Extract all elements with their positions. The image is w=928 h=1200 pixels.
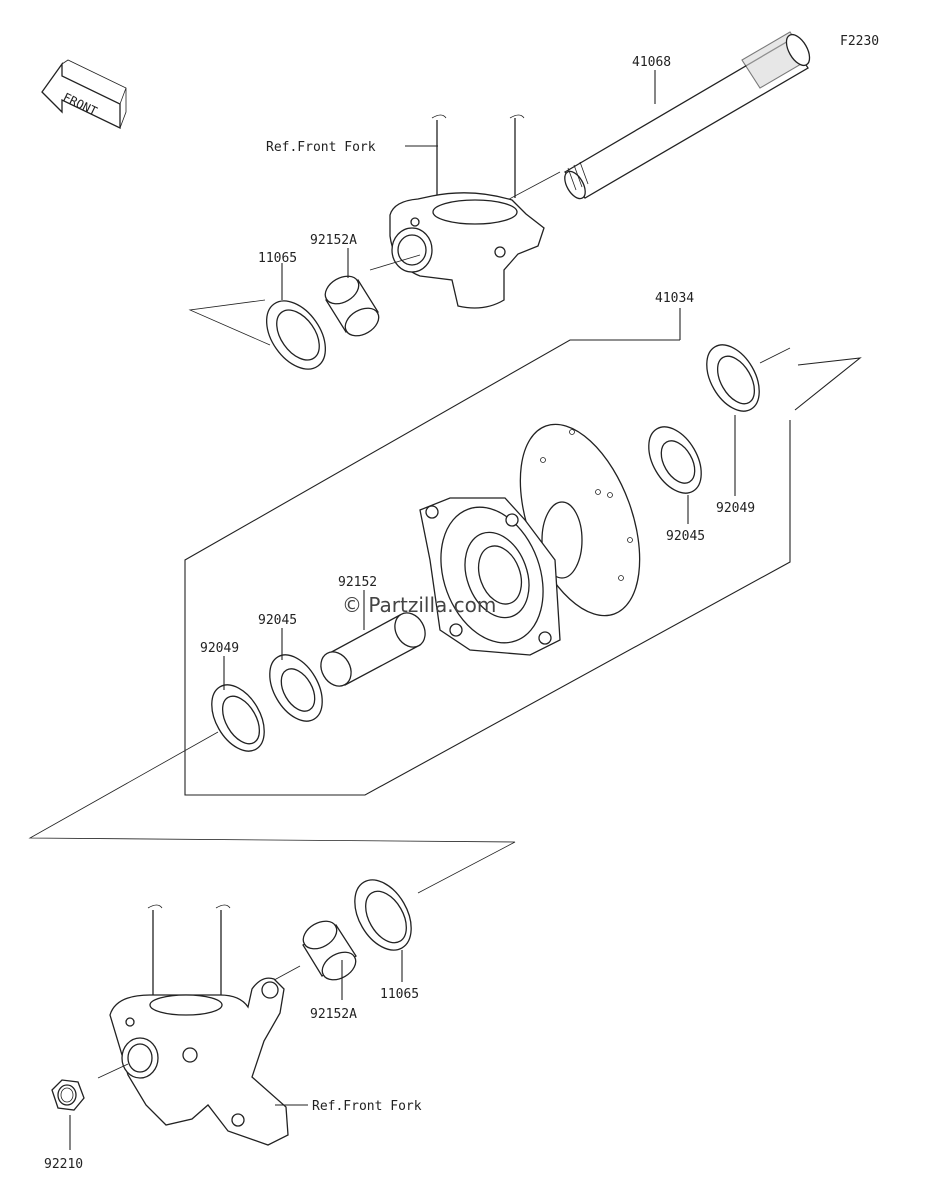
diagram-id: F2230 — [840, 34, 879, 49]
nut-92210 — [51, 1079, 85, 1111]
label-92152A-bottom: 92152A — [310, 1007, 357, 1022]
label-92045-right: 92045 — [666, 529, 705, 544]
seal-92049-right — [706, 344, 760, 412]
front-arrow-icon: FRONT — [41, 59, 127, 130]
label-41068: 41068 — [632, 55, 671, 70]
bearing-92045-left — [269, 654, 323, 722]
label-92152A-top: 92152A — [310, 233, 357, 248]
fork-leg-top — [389, 114, 545, 309]
label-92045-left: 92045 — [258, 613, 297, 628]
label-92210: 92210 — [44, 1157, 83, 1172]
fork-leg-bottom — [109, 904, 289, 1146]
label-11065-bottom: 11065 — [380, 987, 419, 1002]
seal-11065-bottom — [354, 879, 412, 951]
assembly-frame-41034 — [184, 339, 791, 796]
wheel-hub — [419, 423, 641, 656]
label-41034: 41034 — [655, 291, 694, 306]
label-11065-top: 11065 — [258, 251, 297, 266]
label-92049-left: 92049 — [200, 641, 239, 656]
collar-92152A-top — [324, 275, 380, 337]
frame-arrow-right — [794, 357, 862, 411]
watermark: © Partzilla.com — [342, 593, 496, 617]
centerline-lower — [28, 731, 516, 894]
collar-92152A-bottom — [302, 920, 357, 981]
centerline-upper — [188, 299, 271, 346]
label-ref-fork-bottom: Ref.Front Fork — [312, 1099, 422, 1114]
seal-92049-left — [211, 684, 265, 752]
bearing-92045-right — [648, 426, 702, 494]
spacer-92152 — [320, 612, 426, 687]
label-92152: 92152 — [338, 575, 377, 590]
label-92049-right: 92049 — [716, 501, 755, 516]
seal-11065-top — [265, 300, 327, 370]
axle-41068 — [469, 31, 811, 221]
label-ref-fork-top: Ref.Front Fork — [266, 140, 376, 155]
